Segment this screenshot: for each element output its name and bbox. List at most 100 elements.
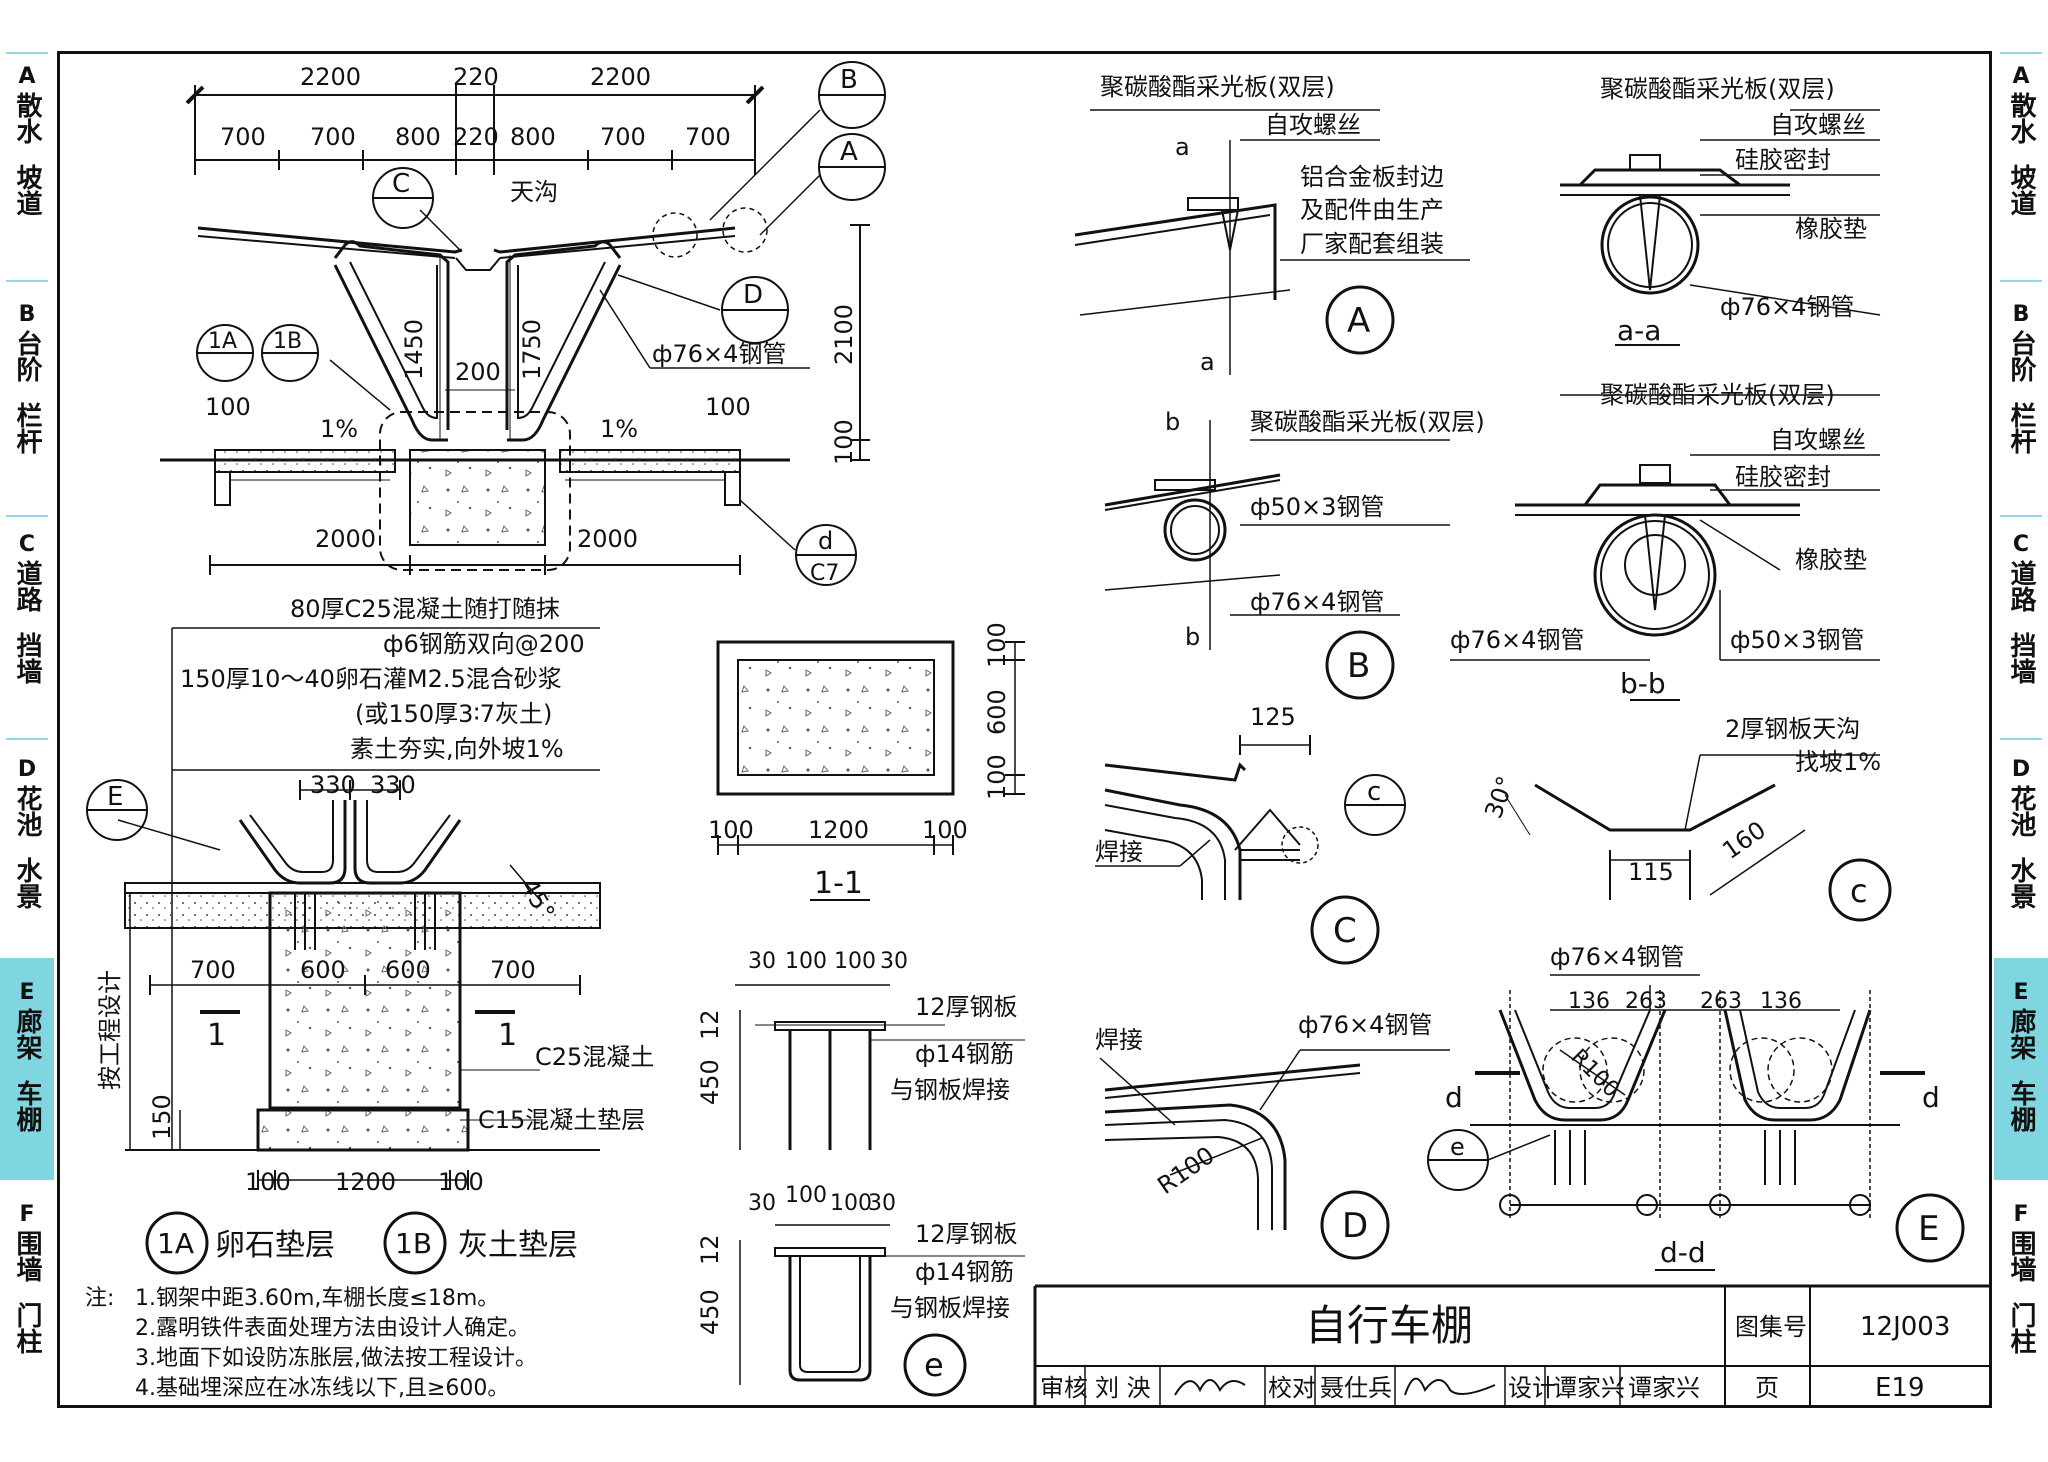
panel-label: 聚碳酸酯采光板(双层) <box>1100 73 1335 101</box>
screw-label: 自攻螺丝 <box>1265 111 1361 139</box>
tab-divider <box>2000 738 2042 740</box>
tab-letter: A <box>2012 64 2030 89</box>
tab-a[interactable]: A 散水 坡道 <box>0 62 54 272</box>
page-number: E19 <box>1875 1373 1925 1403</box>
page-label: 页 <box>1755 1374 1779 1402</box>
note-line: 150厚10～40卵石灌M2.5混合砂浆 <box>180 665 562 693</box>
tab-letter: F <box>19 1202 35 1227</box>
atlas-number: 12J003 <box>1860 1312 1950 1342</box>
section-aa <box>1560 109 1881 346</box>
tab-letter: B <box>2012 302 2030 327</box>
pipe50-label: ф50×3钢管 <box>1730 626 1864 654</box>
note-item: 4.基础埋深应在冰冻线以下,且≥600。 <box>135 1376 509 1401</box>
tab-line: 花池 <box>2006 785 2036 837</box>
note-line: 素土夯实,向外坡1% <box>350 735 564 763</box>
tab-divider <box>2000 515 2042 517</box>
tab-letter: A <box>18 64 36 89</box>
tab-letter: E <box>2013 980 2029 1005</box>
dim-label: 100 <box>205 393 251 421</box>
tab-b[interactable]: B 台阶 栏杆 <box>0 300 54 510</box>
tab-line: 围墙 <box>12 1230 42 1282</box>
dim-label: 1750 <box>518 319 546 380</box>
dim-label: 12 <box>696 1234 724 1265</box>
dim-label: 100 <box>983 754 1011 800</box>
tab-divider <box>6 738 48 740</box>
dim-label: 100 <box>922 816 968 844</box>
designer-name: 谭家兴 <box>1553 1374 1625 1402</box>
dim-label: 100 <box>830 1191 872 1216</box>
callout-d-sheet: C7 <box>810 561 839 586</box>
cut-label: a <box>1175 133 1190 161</box>
sidebar-right: A 散水 坡道 B 台阶 栏杆 C 道路 挡墙 D 花池 水景 E 廊架 车棚 … <box>1994 0 2048 1462</box>
weld-label: 焊接 <box>1095 1026 1143 1054</box>
tab-divider <box>6 280 48 282</box>
tab-letter: F <box>2013 1202 2029 1227</box>
tab-line: 栏杆 <box>12 402 42 454</box>
dim-label: 150 <box>148 1094 176 1140</box>
dim-label: 700 <box>490 956 536 984</box>
dim-label: 100 <box>708 816 754 844</box>
tab-c[interactable]: C 道路 挡墙 <box>0 530 54 740</box>
pipe-label: ф76×4钢管 <box>652 340 786 368</box>
plate-label: 12厚钢板 <box>915 993 1018 1021</box>
dim-label: 115 <box>1628 858 1674 886</box>
callout-d-label: D <box>743 280 763 310</box>
tab-f[interactable]: F 围墙 门柱 <box>1994 1200 2048 1410</box>
section-title: a-a <box>1617 314 1661 347</box>
pad-label: 橡胶垫 <box>1795 215 1867 243</box>
drawing-frame <box>57 51 1992 1408</box>
detail-d <box>1099 1049 1450 1260</box>
tab-e[interactable]: E 廊架 车棚 <box>0 958 54 1180</box>
dim-label: 330 <box>310 771 356 799</box>
side-label: 按工程设计 <box>96 970 124 1090</box>
tab-c[interactable]: C 道路 挡墙 <box>1994 530 2048 740</box>
dim-label: 30 <box>868 1191 896 1216</box>
pipe-label: ф76×4钢管 <box>1550 943 1684 971</box>
section-mark: 1 <box>498 1018 517 1053</box>
design-label: 设计 <box>1508 1374 1556 1402</box>
callout-1a-label: 1A <box>208 329 237 354</box>
dim-label: 100 <box>785 1183 827 1208</box>
detail-c <box>1095 735 1406 965</box>
note-line: ф6钢筋双向@200 <box>383 630 585 658</box>
atlas-label: 图集号 <box>1735 1313 1807 1341</box>
dim-label: 700 <box>310 123 356 151</box>
tab-b[interactable]: B 台阶 栏杆 <box>1994 300 2048 510</box>
dim-label: 100 <box>705 393 751 421</box>
material-label: C15混凝土垫层 <box>478 1106 645 1134</box>
tab-line: 花池 <box>12 785 42 837</box>
tab-line: 车棚 <box>12 1080 42 1132</box>
callout-1b-label: 1B <box>273 329 302 354</box>
note-item: 2.露明铁件表面处理方法由设计人确定。 <box>135 1316 530 1341</box>
tab-line: 廊架 <box>2006 1008 2036 1060</box>
tab-d[interactable]: D 花池 水景 <box>1994 755 2048 955</box>
dim-label: 2000 <box>315 525 376 553</box>
dim-label: 263 <box>1625 989 1667 1014</box>
tab-d[interactable]: D 花池 水景 <box>0 755 54 955</box>
seal-label: 硅胶密封 <box>1735 463 1831 491</box>
detail-a <box>1074 109 1470 375</box>
weld-label: 与钢板焊接 <box>890 1294 1010 1322</box>
note-item: 3.地面下如设防冻胀层,做法按工程设计。 <box>135 1346 537 1371</box>
dim-label: 700 <box>220 123 266 151</box>
detail-title: e <box>924 1346 944 1384</box>
tab-letter: D <box>2011 757 2031 782</box>
bar-label: ф14钢筋 <box>915 1258 1014 1286</box>
reviewer-name: 刘 泱 <box>1095 1374 1151 1402</box>
tab-e[interactable]: E 廊架 车棚 <box>1994 958 2048 1180</box>
weld-label: 焊接 <box>1095 838 1143 866</box>
dim-label: 100 <box>830 419 858 465</box>
dim-label: 30 <box>748 1191 776 1216</box>
tab-f[interactable]: F 围墙 门柱 <box>0 1200 54 1410</box>
callout-c-label: C <box>392 169 410 199</box>
pipe-label: ф76×4钢管 <box>1298 1011 1432 1039</box>
dim-label: 136 <box>1760 989 1802 1014</box>
screw-label: 自攻螺丝 <box>1770 426 1866 454</box>
gutter-label: 天沟 <box>510 178 558 206</box>
tab-line: 栏杆 <box>2006 402 2036 454</box>
tab-line: 散水 <box>2006 92 2036 144</box>
tab-a[interactable]: A 散水 坡道 <box>1994 62 2048 272</box>
callout-e-label: E <box>107 782 123 812</box>
callout-e-small-label: e <box>1450 1133 1465 1161</box>
tab-divider <box>6 515 48 517</box>
